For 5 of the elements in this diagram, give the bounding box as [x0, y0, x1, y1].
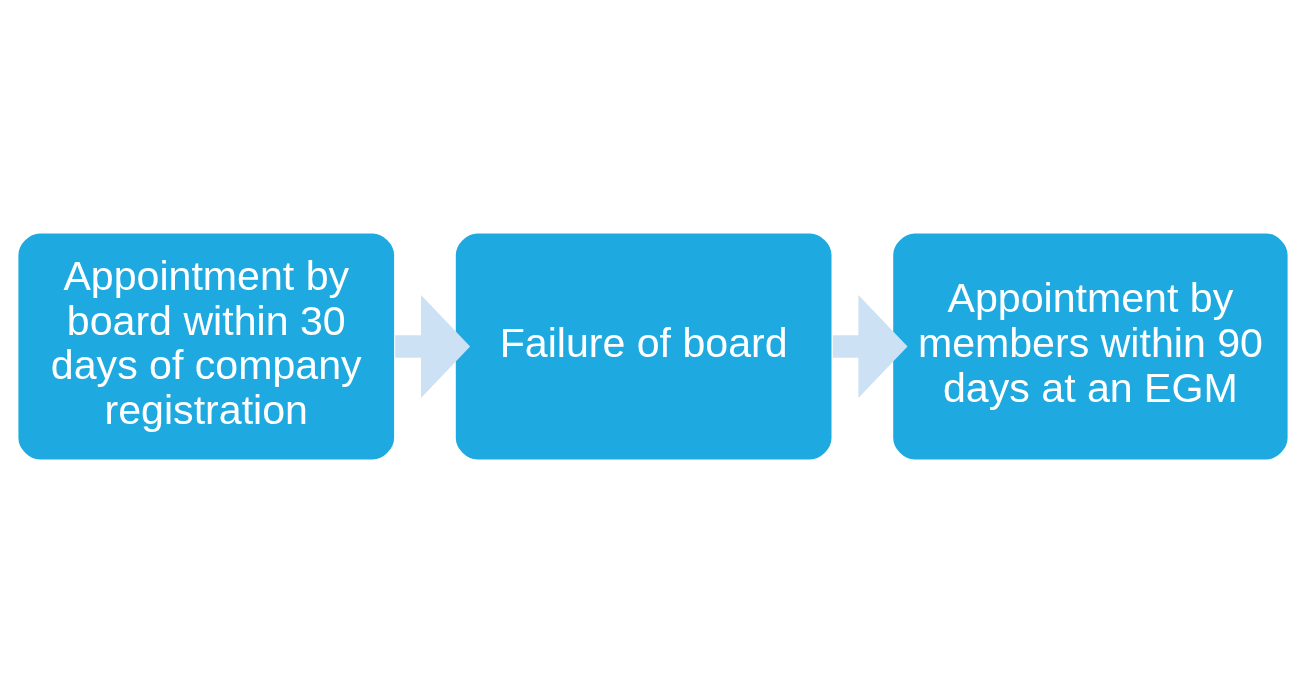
arrow [395, 294, 471, 398]
arrow [832, 294, 908, 398]
node-box: Failure of board [453, 231, 834, 461]
node-box: Appointment by members within 90 days at an EGM [891, 231, 1290, 461]
node-box: Appointment by board within 30 days of company registration [16, 231, 396, 461]
